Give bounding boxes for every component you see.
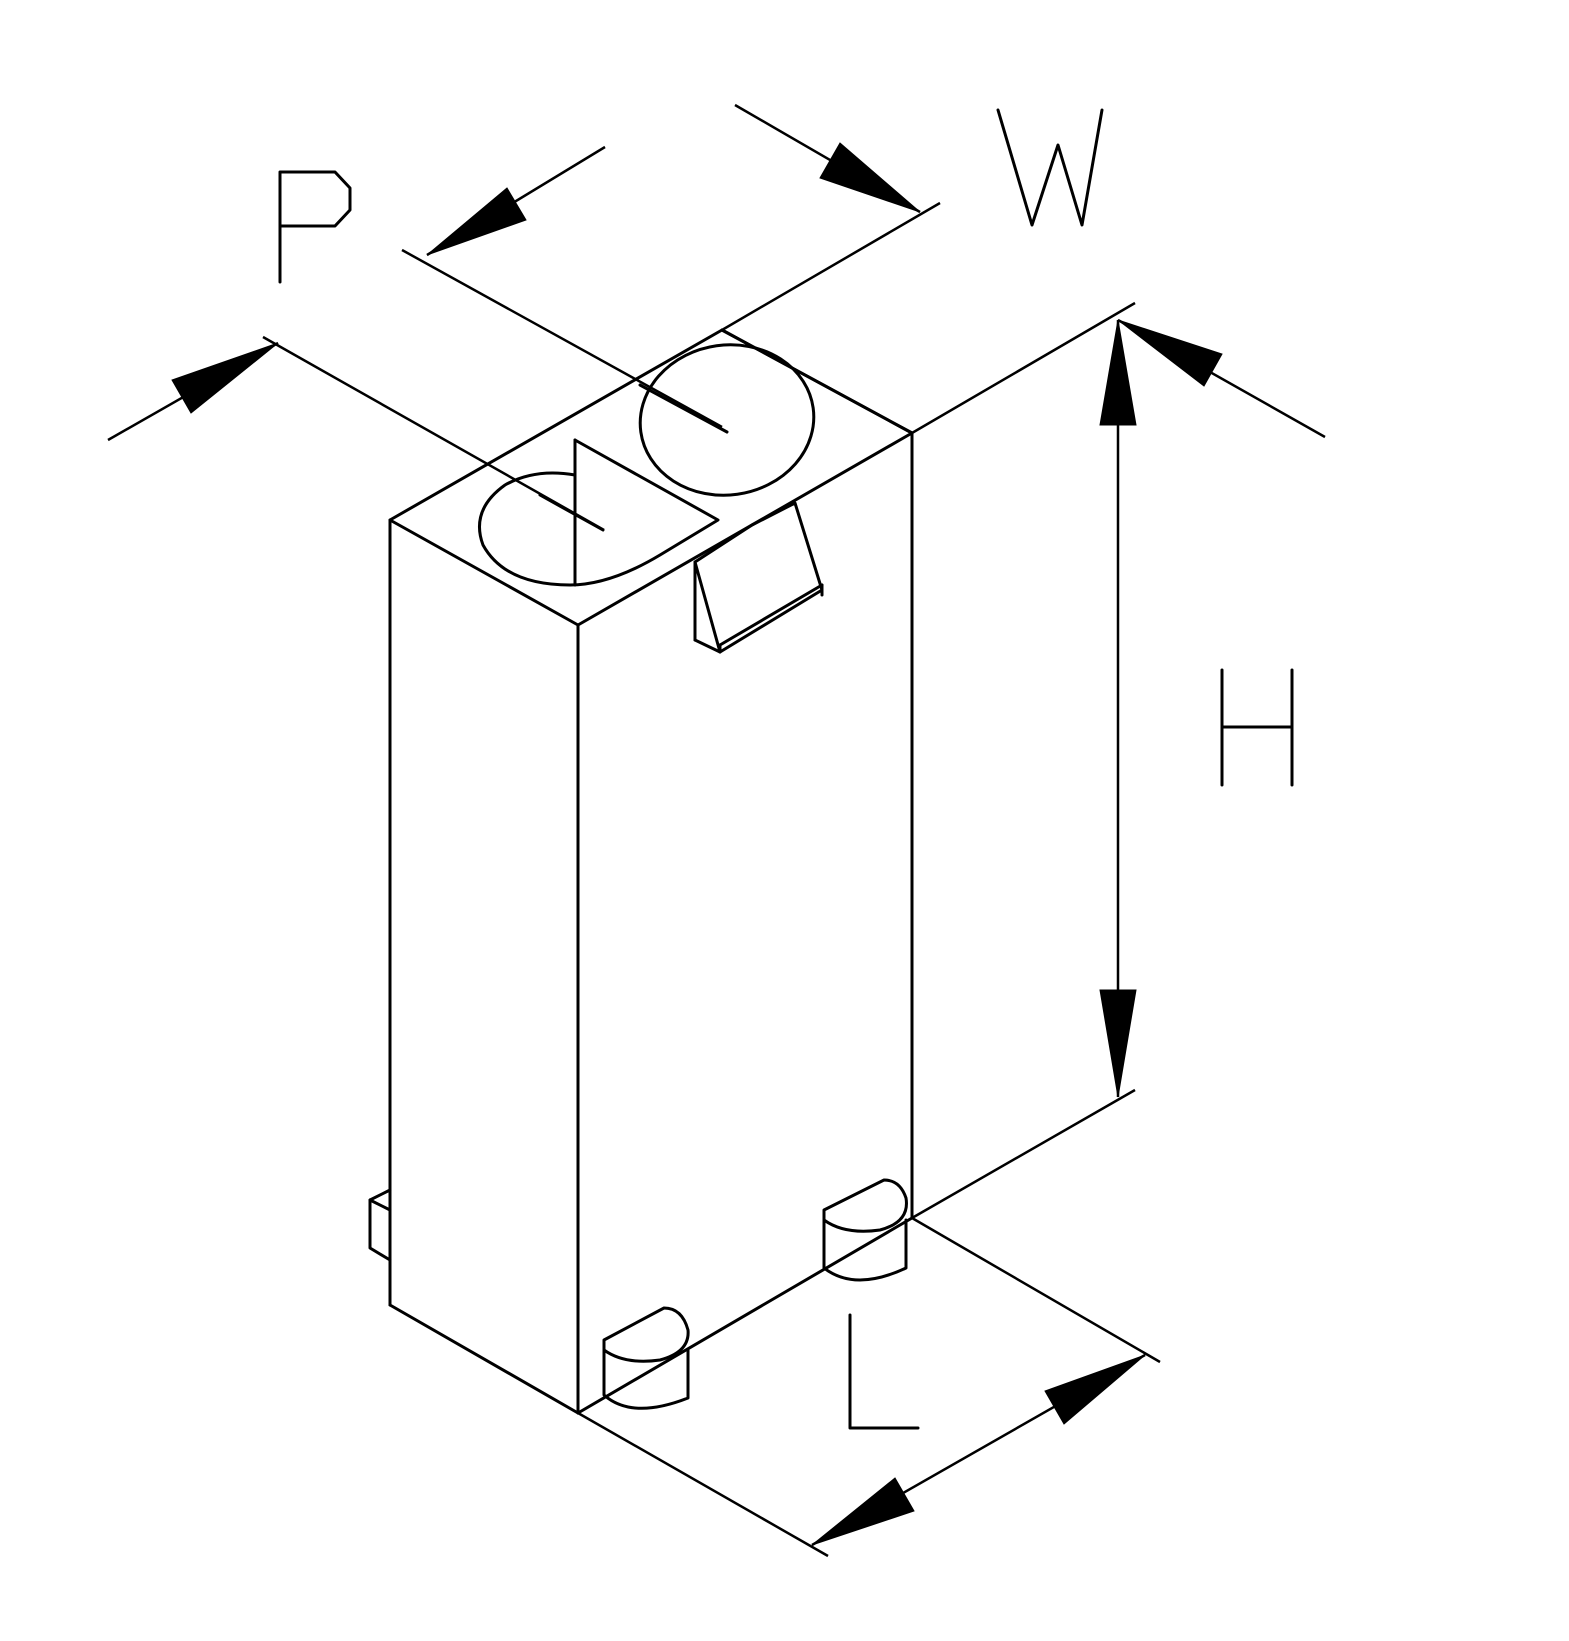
label-l: L: [884, 1374, 885, 1376]
label-p-glyph: [278, 170, 352, 284]
dimension-p: [107, 335, 605, 532]
w-arrowhead-left: [426, 187, 527, 256]
top-face: [388, 328, 914, 627]
label-w-glyph: [996, 108, 1104, 227]
bottom-post-front: [602, 1306, 690, 1410]
round-cavity-centerline: [638, 383, 729, 434]
l-arrowhead-right: [1044, 1354, 1146, 1425]
label-p: P: [314, 229, 315, 231]
label-h-glyph: [1220, 668, 1294, 787]
side-tab: [368, 1188, 392, 1262]
d-cavity: [478, 438, 720, 587]
dimension-w: [401, 103, 941, 429]
p-arrowhead: [171, 342, 279, 414]
label-l-glyph: [848, 1313, 920, 1430]
dimension-l: [577, 1216, 1161, 1558]
bottom-post-rear: [822, 1178, 908, 1282]
label-h: H: [1257, 729, 1258, 731]
h-arrowhead-top: [1099, 319, 1137, 426]
latch-ramp-side: [693, 501, 824, 654]
housing-body: [388, 328, 914, 1415]
dimension-h: [911, 301, 1326, 1220]
w-arrowhead-right: [819, 142, 921, 213]
bottom-right-edge: [576, 1216, 914, 1415]
bottom-left-edge: [388, 1303, 580, 1415]
round-cavity: [638, 343, 816, 497]
h-arrowhead-diag: [1117, 319, 1223, 387]
h-arrowhead-bottom: [1099, 989, 1137, 1098]
l-arrowhead-left: [811, 1477, 915, 1546]
latch-ramp: [693, 501, 824, 654]
